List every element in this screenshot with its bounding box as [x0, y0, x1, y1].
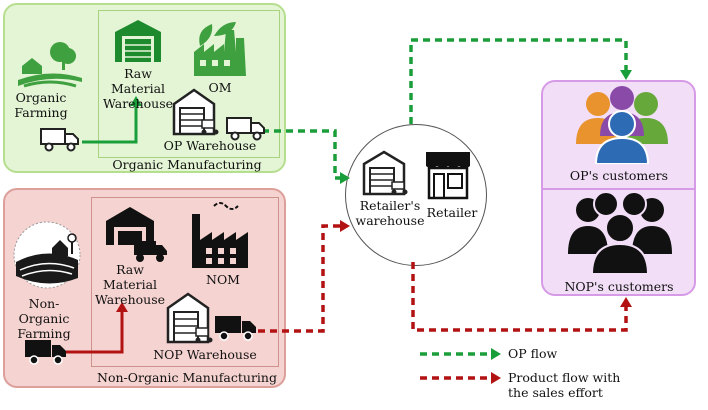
nom-label: NOM: [206, 272, 240, 287]
organic-farming-line-2: Farming: [14, 105, 68, 120]
non-organic-factory-icon: [192, 202, 248, 268]
nop-customers-icon: [568, 191, 672, 274]
op-warehouse-icon: [172, 88, 219, 136]
op-warehouse-label: OP Warehouse: [163, 138, 257, 153]
op-warehouse-truck-icon: [226, 117, 265, 141]
non-organic-raw-line-2: Material: [102, 277, 158, 292]
non-organic-farming-to-raw-arrow: [66, 310, 124, 354]
non-organic-farm-icon: [13, 221, 81, 289]
organic-truck-icon: [40, 128, 79, 152]
organic-raw-line-2: Material: [110, 81, 166, 96]
organic-manufacturing-label: Organic Manufacturing: [112, 157, 262, 172]
non-organic-raw-line-1: Raw: [116, 262, 144, 277]
organic-farming-to-raw-arrow: [82, 104, 138, 144]
nop-warehouse-truck-icon: [215, 316, 256, 341]
non-organic-farming-line-1: Non-Organic: [18, 296, 70, 326]
organic-raw-line-1: Raw: [124, 66, 152, 81]
retailer-warehouse-line-2: warehouse: [355, 213, 425, 228]
retailer-to-nop-customers-arrow: [411, 262, 628, 332]
nop-warehouse-label: NOP Warehouse: [153, 347, 257, 362]
legend-product-flow-label: Product flow with the sales effort: [508, 370, 648, 400]
nop-warehouse-icon: [166, 292, 213, 344]
non-organic-manufacturing-label: Non-Organic Manufacturing: [97, 370, 277, 385]
organic-raw-warehouse-icon: [115, 20, 161, 62]
organic-farm-icon: [18, 42, 82, 88]
om-label: OM: [208, 80, 232, 95]
non-organic-manufacturing-box: [91, 197, 279, 367]
op-customers-label: OP's customers: [569, 168, 669, 183]
organic-farming-line-1: Organic: [15, 90, 67, 105]
non-organic-farming-line-2: Farming: [17, 326, 71, 341]
retailer-to-op-customers-arrow: [409, 38, 628, 124]
non-organic-raw-warehouse-label: Raw Material Warehouse: [90, 262, 170, 307]
retailer-label: Retailer: [426, 205, 478, 220]
retailer-store-icon: [426, 152, 470, 200]
legend-product-flow-line-2: the sales effort: [508, 385, 603, 400]
retailer-warehouse-label: Retailer's warehouse: [352, 198, 428, 228]
legend-op-flow-label: OP flow: [508, 346, 558, 361]
legend-product-flow-line-1: Product flow with: [508, 370, 621, 385]
organic-raw-line-3: Warehouse: [102, 96, 174, 111]
organic-factory-icon: [194, 22, 246, 76]
nop-to-retailer-arrow: [258, 224, 340, 333]
op-to-retailer-arrow: [262, 129, 342, 180]
non-organic-truck-icon: [25, 340, 66, 365]
op-customers-icon: [576, 86, 668, 164]
organic-raw-warehouse-label: Raw Material Warehouse: [100, 66, 176, 111]
retailer-warehouse-line-1: Retailer's: [359, 198, 421, 213]
non-organic-raw-line-3: Warehouse: [94, 292, 166, 307]
customers-divider: [543, 188, 694, 190]
organic-manufacturing-box: [98, 10, 280, 158]
non-organic-farming-label: Non-Organic Farming: [4, 296, 84, 341]
non-organic-raw-warehouse-icon: [106, 207, 167, 262]
organic-farming-label: Organic Farming: [6, 90, 76, 120]
nop-customers-label: NOP's customers: [564, 279, 674, 294]
retailer-warehouse-icon: [362, 150, 408, 196]
